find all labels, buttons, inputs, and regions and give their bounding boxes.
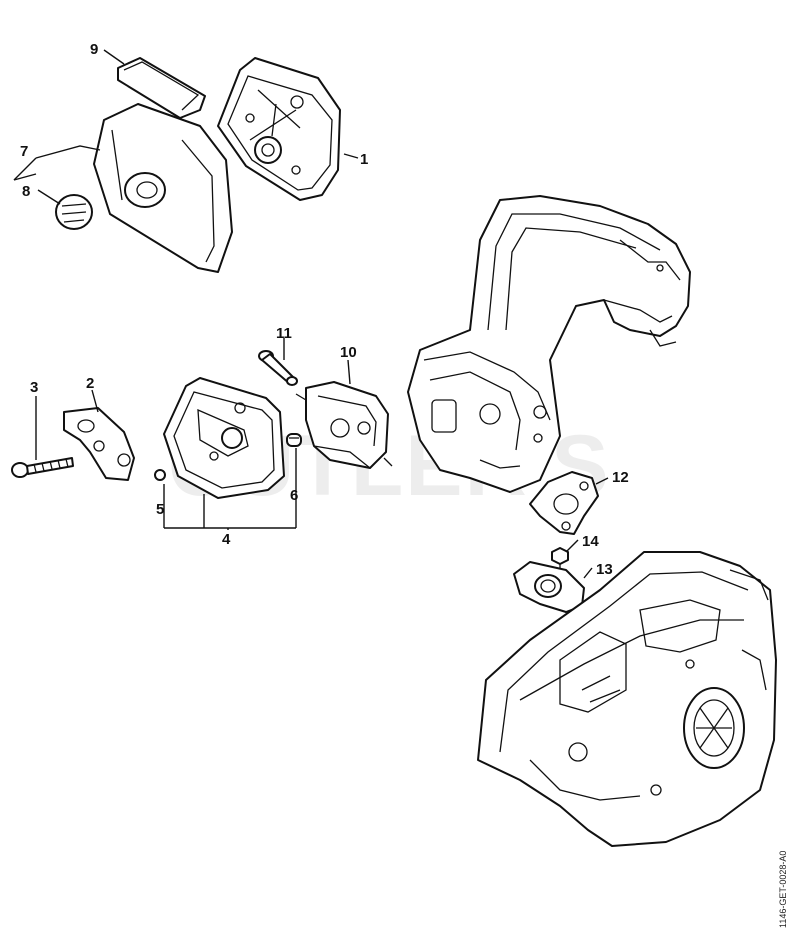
part-11-hose-connector [258, 350, 298, 386]
part-1-air-filter [217, 57, 341, 201]
callout-11: 11 [276, 325, 292, 342]
callout-7: 7 [20, 143, 28, 160]
callout-13: 13 [596, 561, 613, 578]
callout-14: 14 [582, 533, 599, 550]
callout-1: 1 [360, 151, 368, 168]
part-4-gasket-plate [163, 377, 285, 499]
callout-2: 2 [86, 375, 94, 392]
callout-5: 5 [156, 501, 164, 518]
callout-12: 12 [612, 469, 629, 486]
part-6-plug [286, 433, 302, 447]
part-5-o-ring [154, 469, 166, 481]
diagram-reference-code: 1146-GET-0028-A0 [778, 850, 788, 928]
callout-labels: 9 1 7 8 3 2 5 6 4 11 10 12 14 13 [20, 41, 629, 578]
part-9-gasket-strip [117, 57, 206, 119]
engine-crankcase [477, 551, 777, 847]
part-13-intake-boot [513, 561, 585, 613]
callout-6: 6 [290, 487, 298, 504]
part-12-manifold-flange [529, 471, 599, 535]
callout-3: 3 [30, 379, 38, 396]
callout-4: 4 [222, 531, 231, 548]
leader-lines [13, 49, 609, 579]
part-3-bolt [11, 457, 74, 478]
part-2-bracket [63, 407, 135, 481]
callout-10: 10 [340, 344, 357, 361]
part-7-carburetor-cover [93, 103, 233, 273]
handle-housing [407, 195, 691, 493]
callout-9: 9 [90, 41, 98, 58]
part-8-twist-knob [55, 194, 93, 230]
part-10-carburetor [295, 381, 393, 469]
callout-8: 8 [22, 183, 30, 200]
